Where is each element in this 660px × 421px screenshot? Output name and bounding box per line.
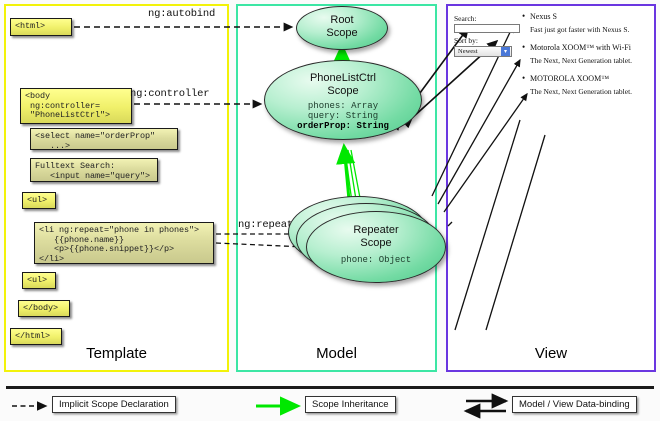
code-box-ul-open: <ul> <box>22 192 56 209</box>
code-box-fulltext: Fulltext Search: <input name="query"> <box>30 158 158 182</box>
phone-name: Motorola XOOM™ with Wi-Fi <box>520 42 648 52</box>
legend-divider <box>6 386 654 389</box>
panel-label-template: Template <box>86 345 147 362</box>
chevron-down-icon: ▾ <box>501 47 510 56</box>
list-item[interactable]: Nexus S Fast just got faster with Nexus … <box>520 11 648 34</box>
code-box-html-close: </html> <box>10 328 62 345</box>
code-box-li-repeat: <li ng:repeat="phone in phones"> {{phone… <box>34 222 214 264</box>
phone-name: MOTOROLA XOOM™ <box>520 73 648 83</box>
root-scope-title-1: Root <box>330 14 354 26</box>
root-scope-node: Root Scope <box>296 6 388 50</box>
sort-by-select[interactable]: Newest ▾ <box>454 46 512 57</box>
label-ng-repeat: ng:repeat <box>238 219 293 231</box>
code-box-html-open: <html> <box>10 18 72 36</box>
phone-name: Nexus S <box>520 11 648 21</box>
ctrl-scope-title-2: Scope <box>327 84 359 97</box>
legend-glyph-binding <box>463 393 509 419</box>
ctrl-scope-orderprop: orderProp: String <box>297 121 389 131</box>
root-scope-title-2: Scope <box>326 26 358 39</box>
repeater-scope-props: phone: Object <box>340 255 412 265</box>
repeater-scope-title-1: Repeater <box>353 224 399 236</box>
legend-model-view-data-binding: Model / View Data-binding <box>512 396 637 413</box>
code-box-body-open: <body ng:controller= "PhoneListCtrl"> <box>20 88 132 124</box>
ctrl-scope-title-1: PhoneListCtrl <box>309 72 377 84</box>
phone-list: Nexus S Fast just got faster with Nexus … <box>520 11 648 105</box>
legend-implicit-scope-declaration: Implicit Scope Declaration <box>52 396 176 413</box>
search-label: Search: <box>454 14 477 23</box>
phone-snippet: The Next, Next Generation tablet. <box>530 56 633 65</box>
sort-label: Sort by: <box>454 36 478 45</box>
label-ng-controller: ng:controller <box>130 88 210 100</box>
code-box-body-close: </body> <box>18 300 70 317</box>
phone-snippet: Fast just got faster with Nexus S. <box>530 25 630 34</box>
search-input[interactable] <box>454 24 520 33</box>
legend-scope-inheritance: Scope Inheritance <box>305 396 396 413</box>
label-ng-autobind: ng:autobind <box>148 8 216 20</box>
view-search-form: Search: Sort by: Newest ▾ <box>454 14 532 57</box>
ctrl-scope-props-bold: orderProp: String <box>265 121 421 131</box>
repeater-scope-title-2: Scope <box>360 236 392 249</box>
phonelistctrl-scope-node: PhoneListCtrl Scope phones: Array query:… <box>264 60 422 140</box>
panel-label-view: View <box>534 345 568 362</box>
phone-snippet: The Next, Next Generation tablet. <box>530 87 633 96</box>
panel-label-model: Model <box>316 345 357 362</box>
list-item[interactable]: MOTOROLA XOOM™ The Next, Next Generation… <box>520 73 648 96</box>
code-box-select: <select name="orderProp" ...> <box>30 128 178 150</box>
ctrl-scope-props: phones: Array query: String <box>307 101 379 121</box>
repeater-scope-node: Repeater Scope phone: Object <box>306 211 446 283</box>
code-box-ul-close: <ul> <box>22 272 56 289</box>
sort-selected-value: Newest <box>458 48 478 55</box>
list-item[interactable]: Motorola XOOM™ with Wi-Fi The Next, Next… <box>520 42 648 65</box>
